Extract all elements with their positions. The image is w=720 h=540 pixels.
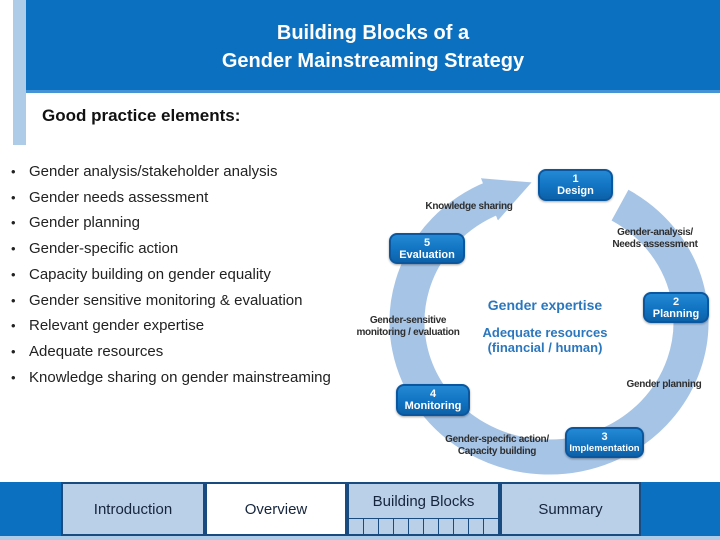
bullet-marker: • — [11, 292, 16, 308]
stage-number: 4 — [429, 388, 437, 400]
bullet-marker: • — [11, 343, 16, 359]
title-bar: Building Blocks of a Gender Mainstreamin… — [26, 0, 720, 93]
annotation-gender-specific-action: Gender-specific action/ Capacity buildin… — [445, 434, 549, 457]
bullet-text: Gender sensitive monitoring & evaluation — [29, 291, 303, 309]
center-adequate-resources: Adequate resources — [482, 325, 608, 340]
cycle-center-text: Gender expertise Adequate resources (fin… — [483, 297, 608, 355]
slide-title-line1: Building Blocks of a — [276, 21, 470, 44]
bottom-accent-strip — [0, 536, 720, 540]
cycle-ring-arrow — [389, 178, 709, 475]
progress-cell — [394, 519, 409, 534]
bullet-item: • Gender sensitive monitoring & evaluatio… — [11, 288, 383, 314]
progress-cell — [379, 519, 394, 534]
bullet-text: Gender-specific action — [29, 240, 179, 258]
stage-number: 2 — [672, 296, 680, 308]
stage-implementation: 3 Implementation — [565, 427, 644, 458]
bottom-nav: Introduction Overview Building Blocks Su… — [0, 482, 720, 536]
bullet-text: Gender analysis/stakeholder analysis — [29, 163, 278, 180]
progress-cell — [424, 519, 439, 534]
bullet-item: • Capacity building on gender equality — [11, 262, 383, 288]
bullet-marker: • — [11, 266, 16, 282]
bullet-item: • Gender analysis/stakeholder analysis — [11, 159, 383, 185]
bullet-text: Gender needs assessment — [29, 188, 209, 206]
bullet-item: • Knowledge sharing on gender mainstreami… — [11, 365, 383, 391]
center-financial-human: (financial / human) — [487, 340, 603, 355]
stage-label: Implementation — [569, 443, 640, 454]
tab-introduction[interactable]: Introduction — [61, 482, 205, 536]
bullet-item: • Gender needs assessment — [11, 185, 383, 211]
annotation-gender-planning: Gender planning — [626, 379, 702, 390]
bullet-list: • Gender analysis/stakeholder analysis • Ge… — [11, 159, 383, 390]
left-accent-bar — [13, 0, 26, 145]
stage-monitoring: 4 Monitoring — [396, 384, 470, 416]
tab-summary[interactable]: Summary — [500, 482, 641, 536]
stage-label: Evaluation — [399, 249, 455, 261]
bullet-text: Knowledge sharing on gender mainstreamin… — [29, 368, 331, 386]
center-gender-expertise: Gender expertise — [487, 297, 603, 313]
slide-title-line2: Gender Mainstreaming Strategy — [221, 50, 525, 72]
tab-overview[interactable]: Overview — [205, 482, 347, 536]
annotation-knowledge-sharing: Knowledge sharing — [425, 201, 513, 212]
stage-number: 1 — [572, 173, 579, 185]
bullet-marker: • — [11, 369, 16, 385]
bullet-marker: • — [11, 215, 16, 231]
stage-label: Planning — [652, 308, 700, 320]
bullet-item: • Gender planning — [11, 210, 383, 236]
building-blocks-progress-cells — [349, 518, 498, 534]
stage-evaluation: 5 Evaluation — [389, 233, 465, 264]
bullet-item: • Adequate resources — [11, 339, 383, 365]
stage-planning: 2 Planning — [643, 292, 709, 323]
bullet-marker: • — [11, 189, 16, 205]
bullet-text: Gender planning — [29, 214, 140, 232]
bullet-marker: • — [11, 164, 16, 179]
progress-cell — [454, 519, 469, 534]
progress-cell — [469, 519, 484, 534]
stage-design: 1 Design — [538, 169, 613, 201]
progress-cell — [364, 519, 379, 534]
stage-label: Design — [557, 185, 594, 197]
section-heading: Good practice elements: — [42, 106, 241, 125]
annotation-gender-analysis: Gender-analysis/ Needs assessment — [612, 227, 698, 250]
bullet-text: Adequate resources — [29, 342, 164, 360]
bullet-item: • Gender-specific action — [11, 236, 383, 262]
stage-number: 5 — [423, 237, 431, 249]
stage-label: Monitoring — [404, 400, 462, 412]
bullet-text: Relevant gender expertise — [29, 317, 205, 335]
progress-cell — [349, 519, 364, 534]
progress-cell — [484, 519, 498, 534]
tab-building-blocks-label: Building Blocks — [372, 492, 475, 510]
stage-number: 3 — [601, 431, 608, 443]
bullet-marker: • — [11, 318, 16, 334]
bullet-marker: • — [11, 241, 16, 257]
progress-cell — [439, 519, 454, 534]
progress-cell — [409, 519, 424, 534]
bullet-text: Capacity building on gender equality — [29, 265, 271, 283]
tab-building-blocks[interactable]: Building Blocks — [347, 482, 500, 536]
bullet-item: • Relevant gender expertise — [11, 313, 383, 339]
